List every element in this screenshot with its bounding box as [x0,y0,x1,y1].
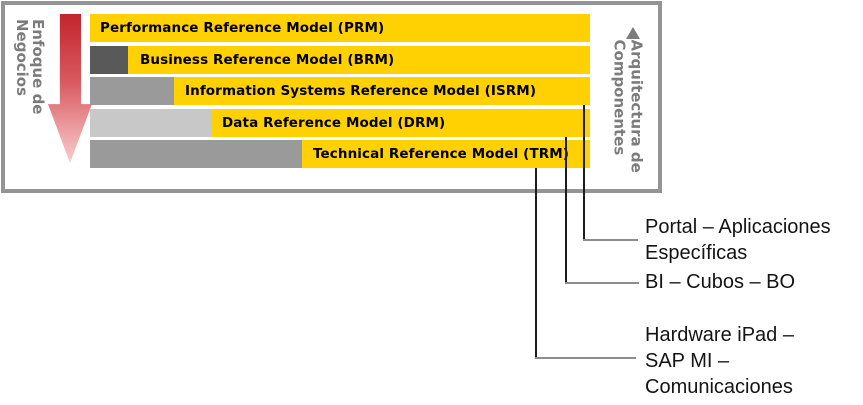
connector-drm-bi-horizontal [565,282,639,284]
bar-drm-lead-segment [90,109,212,137]
connector-isrm-portal-vertical [583,105,585,241]
connector-trm-hardware-vertical [535,168,537,358]
bar-trm: Technical Reference Model (TRM) [90,140,590,168]
up-arrow-icon [626,27,640,39]
bar-drm: Data Reference Model (DRM) [90,109,590,137]
bar-isrm: Information Systems Reference Model (ISR… [90,77,590,105]
annotation-portal: Portal – Aplicaciones Específicas [645,214,831,266]
bar-isrm-label: Information Systems Reference Model (ISR… [185,83,537,99]
annotation-hardware: Hardware iPad – SAP MI – Comunicaciones [645,322,794,400]
annotation-portal-line1: Portal – Aplicaciones [645,216,831,238]
annotation-bi-line1: BI – Cubos – BO [645,271,796,293]
bar-prm: Performance Reference Model (PRM) [90,14,590,42]
component-architecture-label-line1: Arquitectura de [627,39,646,173]
annotation-hardware-line3: Comunicaciones [645,376,793,398]
annotation-bi: BI – Cubos – BO [645,269,795,295]
bar-trm-label: Technical Reference Model (TRM) [313,146,570,162]
bar-prm-label: Performance Reference Model (PRM) [100,20,385,36]
annotation-portal-line2: Específicas [645,242,748,264]
business-focus-label: Enfoque de Negocios [13,19,47,115]
business-focus-label-line2: Negocios [13,19,31,97]
bar-brm-lead-segment [90,46,128,74]
bar-trm-lead-segment [90,140,302,168]
annotation-hardware-line1: Hardware iPad – [645,324,794,346]
component-architecture-label-line2: Componentes [610,39,629,156]
connector-trm-hardware-horizontal [535,357,636,359]
bar-isrm-lead-segment [90,77,174,105]
connector-drm-bi-vertical [565,137,567,283]
component-architecture-label: Arquitectura de Componentes [610,39,646,173]
bar-brm: Business Reference Model (BRM) [90,46,590,74]
connector-isrm-portal-horizontal [583,239,638,241]
annotation-hardware-line2: SAP MI – [645,350,730,372]
business-focus-label-line1: Enfoque de [29,19,47,115]
bar-brm-label: Business Reference Model (BRM) [140,52,395,68]
bar-drm-label: Data Reference Model (DRM) [222,115,446,131]
